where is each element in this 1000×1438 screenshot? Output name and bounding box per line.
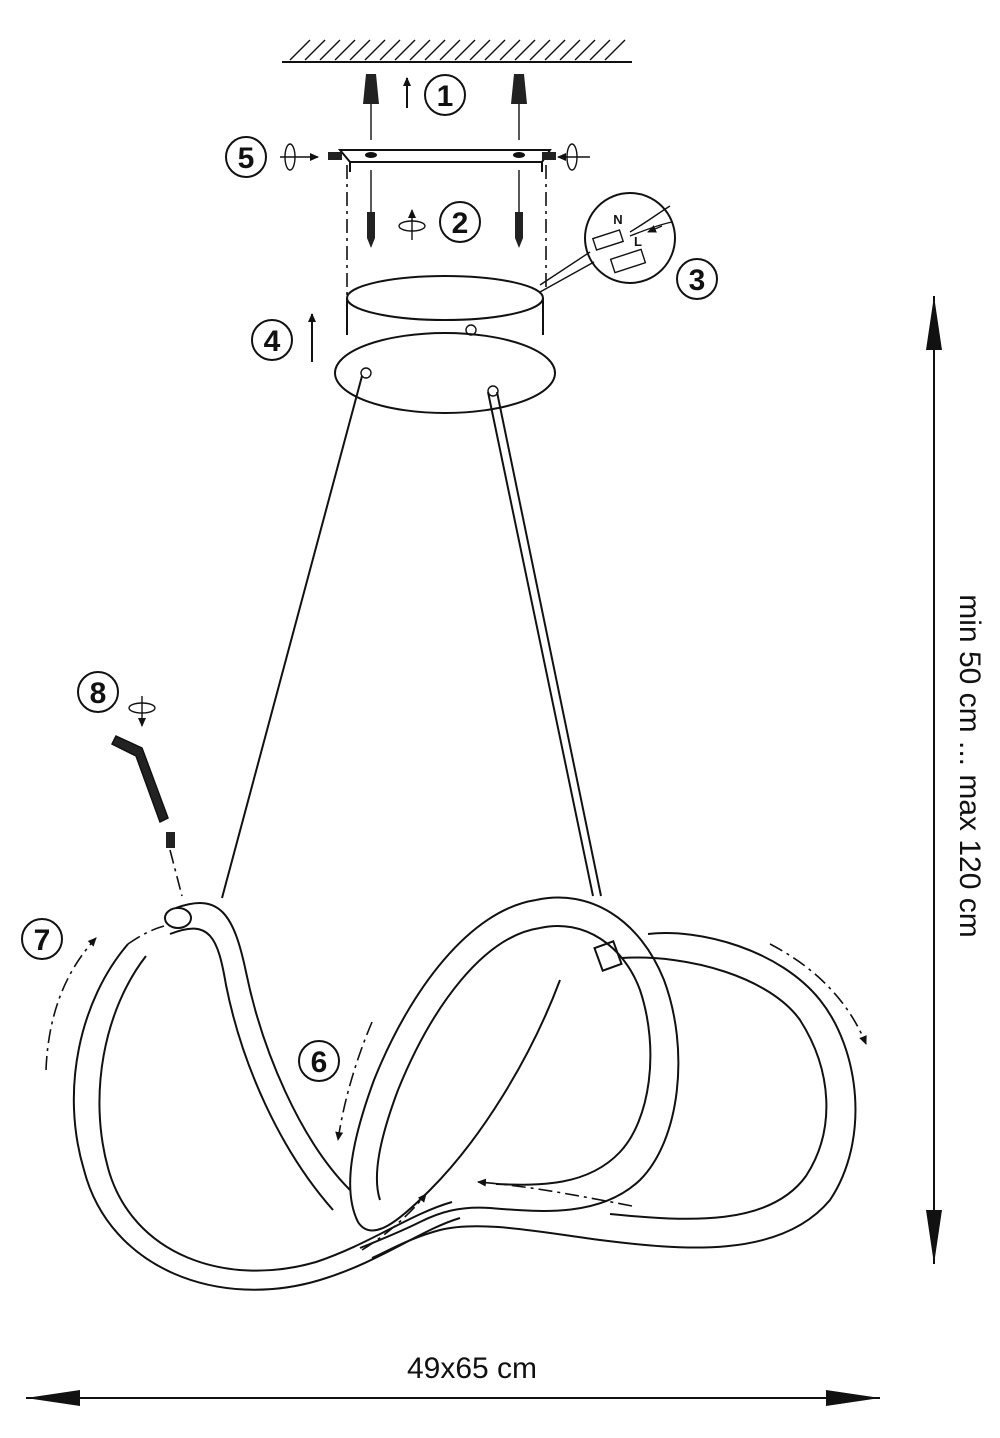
allen-key xyxy=(110,735,169,824)
svg-text:2: 2 xyxy=(452,207,469,240)
screw-right xyxy=(515,170,523,248)
step-7-marker: 7 xyxy=(21,918,63,960)
step-2-rotate-icon xyxy=(398,209,426,240)
svg-text:8: 8 xyxy=(90,677,107,710)
canopy-cable-hole-2 xyxy=(465,324,477,336)
connector-arrow xyxy=(647,225,663,233)
step-2-marker: 2 xyxy=(439,201,481,243)
assembly-direction-arrow-7 xyxy=(45,925,165,1071)
live-label: L xyxy=(634,234,642,249)
wall-plug-right xyxy=(511,74,527,140)
guide-lines-bracket xyxy=(346,165,547,300)
led-tube-section-bottom-left xyxy=(72,943,461,1291)
side-screw-right xyxy=(542,152,556,160)
canopy-cable-hole-3 xyxy=(487,385,499,397)
mounting-bracket xyxy=(337,149,552,172)
svg-text:1: 1 xyxy=(437,80,454,113)
canopy-cable-hole-1 xyxy=(360,367,372,379)
assembly-direction-arrow-right xyxy=(769,943,867,1045)
ceiling xyxy=(282,39,632,63)
suspension-cable-left xyxy=(221,375,363,899)
step-5-rotate-icon-right xyxy=(557,143,590,171)
step-4-marker: 4 xyxy=(251,319,293,361)
width-dimension-arrow xyxy=(26,1390,880,1406)
step-3-marker: 3 xyxy=(676,258,718,300)
assembly-direction-arrow-6 xyxy=(335,1021,373,1141)
svg-text:3: 3 xyxy=(689,264,706,297)
svg-text:4: 4 xyxy=(264,325,281,358)
step-5-rotate-icon-left xyxy=(280,143,319,171)
svg-text:7: 7 xyxy=(34,924,51,957)
assembly-direction-arrow-lower-1 xyxy=(477,1178,633,1207)
height-dimension-arrow xyxy=(926,296,942,1264)
wall-plug-left xyxy=(363,74,379,140)
side-screw-left xyxy=(328,152,342,160)
neutral-label: N xyxy=(613,212,622,227)
terminal-block xyxy=(591,229,647,274)
screw-left xyxy=(367,170,375,248)
grub-screw xyxy=(166,832,183,897)
step-8-marker: 8 xyxy=(77,671,119,713)
step-6-marker: 6 xyxy=(298,1040,340,1082)
svg-text:6: 6 xyxy=(311,1046,328,1079)
canopy xyxy=(334,275,556,414)
led-tube-section-right-loop xyxy=(359,896,680,1249)
led-tube-section-outer-right xyxy=(371,932,857,1259)
height-dimension-label: min 50 cm ... max 120 cm xyxy=(953,594,986,937)
step-1-marker: 1 xyxy=(424,74,466,116)
connector-detail-bubble xyxy=(539,192,676,293)
led-tube-section-left xyxy=(164,902,351,1211)
svg-text:5: 5 xyxy=(238,142,255,175)
step-8-rotate-icon xyxy=(128,696,156,727)
led-tube-section-inner-loop xyxy=(349,899,561,1232)
step-5-marker: 5 xyxy=(225,136,267,178)
assembly-direction-arrow-lower-2 xyxy=(361,1193,427,1251)
suspension-cable-right xyxy=(487,391,602,897)
width-dimension-label: 49x65 cm xyxy=(407,1352,537,1385)
